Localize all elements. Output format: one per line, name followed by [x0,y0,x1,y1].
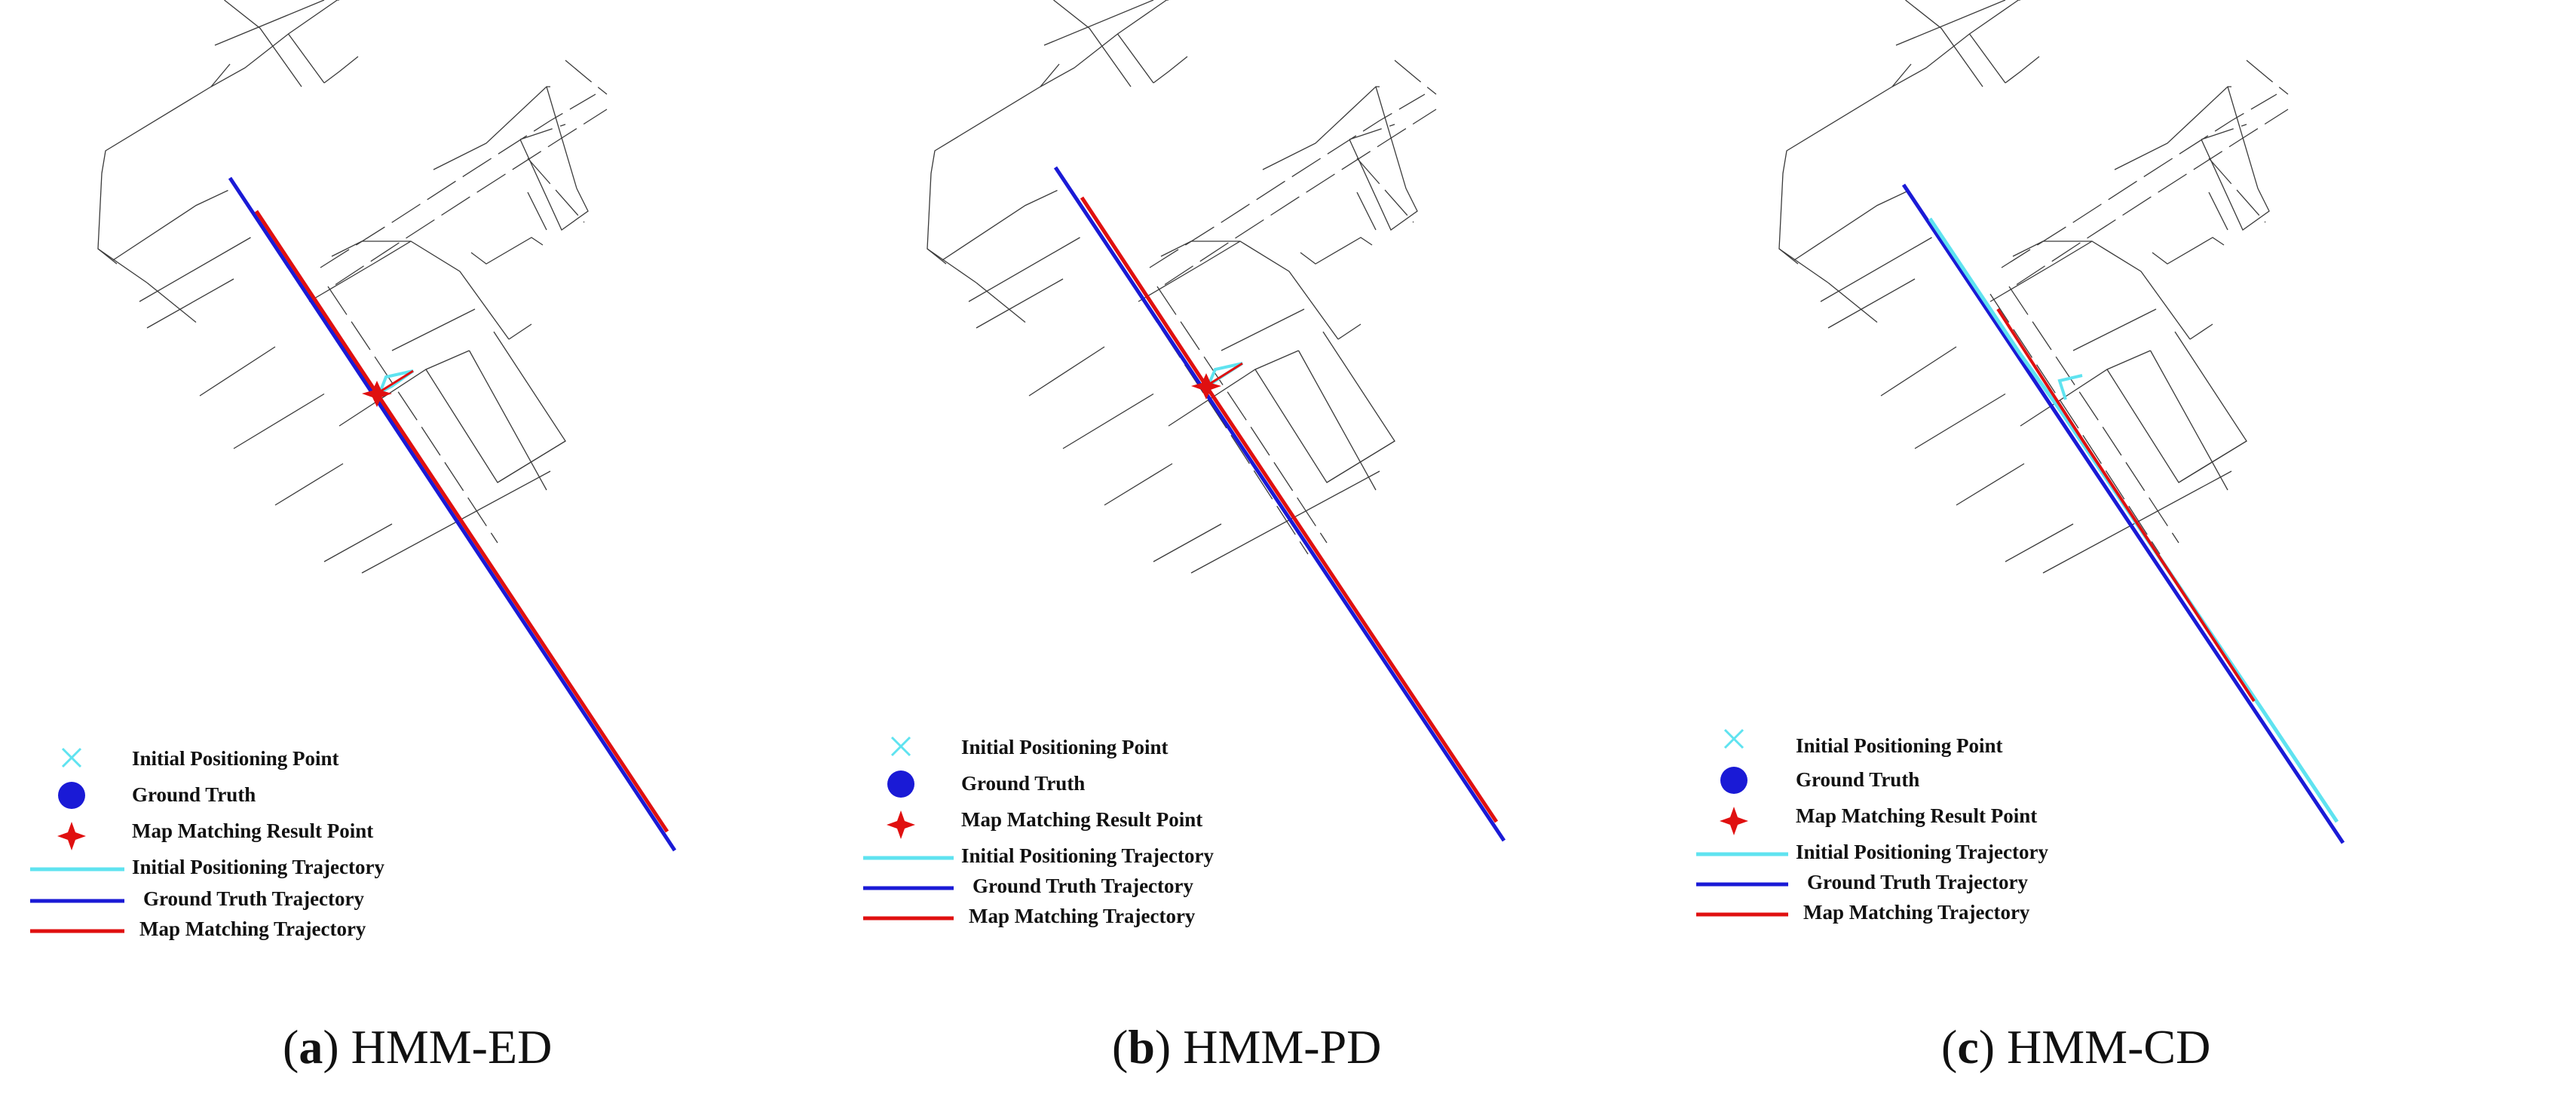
cross-marker-icon [890,736,911,757]
four-point-star-icon [57,822,86,850]
initial-positioning-trajectory [1928,217,2339,823]
filled-circle-icon [58,782,85,809]
road-network [97,0,608,574]
panel-b: Initial Positioning Point Ground Truth M… [863,0,1506,1074]
map-matching-trajectory [1080,196,1499,823]
legend-ground-truth-trajectory: Ground Truth Trajectory [973,875,1194,897]
legend-initial-trajectory: Initial Positioning Trajectory [1796,841,2048,863]
ground-truth-trajectory [1901,183,2345,844]
four-point-star-icon [1720,807,1748,835]
legend-ground-truth-trajectory: Ground Truth Trajectory [143,887,365,910]
legend-map-matching-point: Map Matching Result Point [1796,804,2037,827]
map-matching-trajectory [1996,308,2256,703]
filled-circle-icon [1720,767,1747,794]
road-network [1778,0,2289,574]
legend-ground-truth: Ground Truth [1796,768,1919,791]
map-matching-trajectory [254,210,669,833]
legend-map-matching-trajectory: Map Matching Trajectory [1803,901,2030,924]
legend-ground-truth: Ground Truth [961,772,1085,795]
cross-marker-icon [1723,728,1744,749]
legend-initial-point: Initial Positioning Point [1796,734,2003,757]
caption-c: (c) HMM-CD [1941,1020,2210,1074]
filled-circle-icon [887,770,914,798]
road-network [927,0,1437,574]
panel-c: Initial Positioning Point Ground Truth M… [1696,0,2345,1074]
initial-positioning-branch [2057,374,2083,400]
legend-map-matching-trajectory: Map Matching Trajectory [969,905,1196,927]
ground-truth-trajectory [228,176,677,852]
map-matching-point-icon [1191,373,1221,400]
cross-marker-icon [61,747,82,768]
legend-c: Initial Positioning Point Ground Truth M… [1696,728,2048,924]
legend-map-matching-point: Map Matching Result Point [961,808,1202,831]
caption-b: (b) HMM-PD [1112,1020,1381,1074]
legend-map-matching-point: Map Matching Result Point [132,819,373,842]
legend-initial-point: Initial Positioning Point [132,747,339,770]
panel-a: Initial Positioning Point Ground Truth M… [30,0,677,1074]
legend-map-matching-trajectory: Map Matching Trajectory [139,918,366,940]
legend-ground-truth-trajectory: Ground Truth Trajectory [1807,871,2029,893]
map-matching-branch [376,369,414,395]
legend-b: Initial Positioning Point Ground Truth M… [863,736,1214,927]
legend-initial-trajectory: Initial Positioning Trajectory [961,844,1214,867]
legend-ground-truth: Ground Truth [132,783,256,806]
map-matching-point-icon [362,381,392,407]
legend-a: Initial Positioning Point Ground Truth M… [30,747,384,940]
four-point-star-icon [887,810,915,839]
legend-initial-point: Initial Positioning Point [961,736,1169,758]
ground-truth-trajectory [1053,166,1506,842]
legend-initial-trajectory: Initial Positioning Trajectory [132,856,384,878]
caption-a: (a) HMM-ED [283,1020,552,1074]
map-matching-branch [1205,362,1243,388]
